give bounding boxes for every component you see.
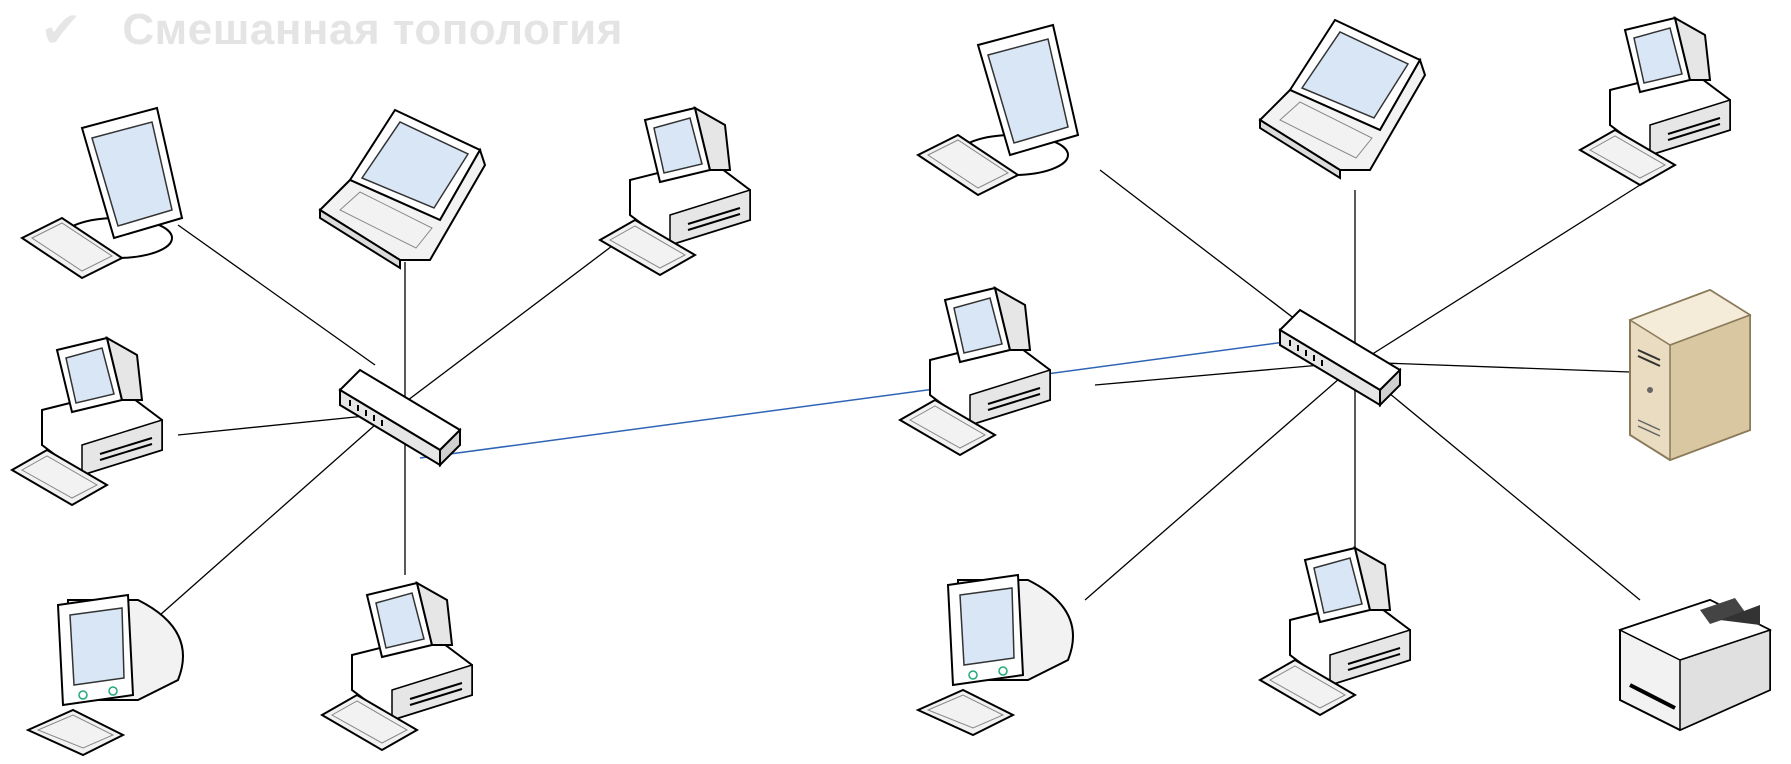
link-line [1354, 364, 1641, 601]
laptop-icon [1259, 19, 1426, 179]
link-line [374, 239, 621, 426]
desktop-computer-icon [1579, 17, 1731, 186]
link-line [159, 424, 376, 616]
checkmark-icon: ✔ [40, 1, 83, 59]
title-text: Смешанная топология [122, 5, 623, 54]
link-line [1354, 361, 1631, 373]
backbone-link [419, 339, 1301, 459]
left-star-links [159, 224, 621, 616]
server-icon [1629, 289, 1751, 461]
left-network [11, 107, 751, 756]
monitor-keyboard-icon [21, 107, 183, 279]
desktop-computer-icon [899, 287, 1051, 456]
right-network [899, 17, 1772, 736]
laptop-icon [319, 109, 486, 269]
link-line [1094, 361, 1356, 386]
crt-monitor-keyboard-icon [917, 574, 1074, 736]
link-line [1084, 364, 1356, 601]
switch-icon [339, 369, 461, 466]
crt-monitor-keyboard-icon [27, 594, 184, 756]
desktop-computer-icon [1259, 547, 1411, 716]
link-line [177, 414, 376, 436]
desktop-computer-icon [11, 337, 163, 506]
desktop-computer-icon [321, 582, 473, 751]
monitor-keyboard-icon [917, 24, 1079, 196]
link-line [1354, 184, 1641, 366]
link-line [177, 224, 376, 366]
slide-title: ✔ Смешанная топология [40, 0, 623, 60]
desktop-computer-icon [599, 107, 751, 276]
printer-icon [1618, 596, 1772, 732]
switch-icon [1279, 309, 1401, 406]
